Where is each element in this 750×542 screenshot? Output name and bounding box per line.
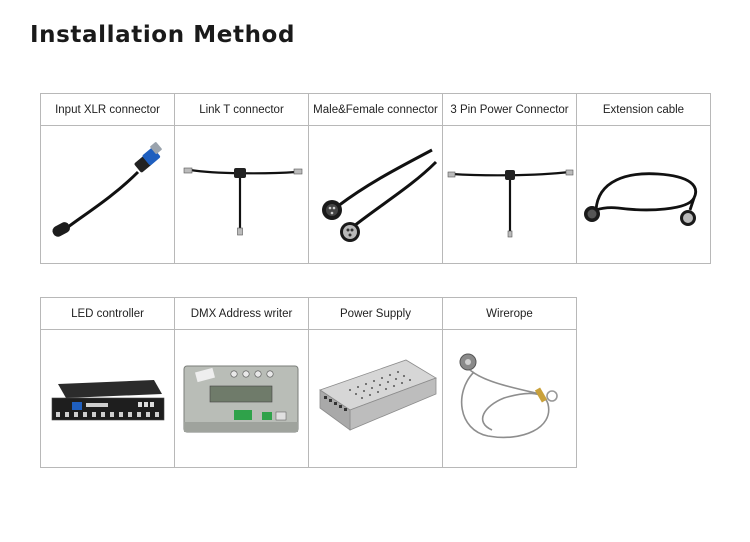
power-supply-icon [318,359,437,431]
page-title: Installation Method [30,22,296,48]
photo-cell-dmx-writer [175,330,309,468]
header-led-controller: LED controller [41,298,175,330]
accessory-table-row1: Input XLR connector Link T connector Mal… [40,93,711,264]
power-t-connector-icon [447,169,573,237]
photo-cell-power-supply [309,330,443,468]
wirerope-icon [459,353,558,438]
header-link-t: Link T connector [175,94,309,126]
header-male-female: Male&Female connector [309,94,443,126]
t-connector-icon [183,167,302,235]
header-input-xlr: Input XLR connector [41,94,175,126]
header-extension: Extension cable [577,94,711,126]
header-power-supply: Power Supply [309,298,443,330]
led-controller-icon [51,379,164,420]
photo-cell-wirerope [443,330,577,468]
dmx-writer-icon [183,365,298,432]
header-wirerope: Wirerope [443,298,577,330]
photo-cell-male-female [309,126,443,264]
male-female-connector-icon [321,148,437,242]
header-3pin-power: 3 Pin Power Connector [443,94,577,126]
photo-cell-extension [577,126,711,264]
xlr-cable-icon [51,141,162,237]
photo-cell-3pin-power [443,126,577,264]
photo-cell-led-controller [41,330,175,468]
photo-cell-input-xlr [41,126,175,264]
accessory-table-row2: LED controller DMX Address writer Power … [40,297,577,468]
extension-cable-icon [583,171,697,226]
photo-cell-link-t [175,126,309,264]
header-dmx-writer: DMX Address writer [175,298,309,330]
